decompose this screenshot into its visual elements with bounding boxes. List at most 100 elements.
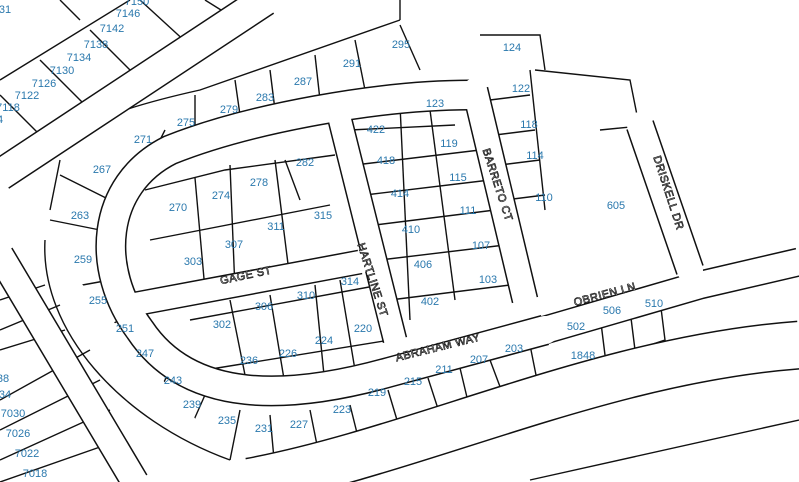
parcel-boundary — [229, 409, 241, 461]
parcel-label[interactable]: 7130 — [50, 65, 74, 77]
parcel-label[interactable]: 410 — [402, 224, 420, 236]
parcel-label[interactable]: 38 — [0, 373, 9, 385]
parcel-label[interactable]: 414 — [391, 188, 409, 200]
parcel-label[interactable]: 279 — [220, 104, 238, 116]
parcel-boundary — [429, 109, 456, 301]
parcel-label[interactable]: 124 — [503, 42, 521, 54]
parcel-boundary — [389, 284, 511, 301]
parcel-label[interactable]: 506 — [603, 305, 621, 317]
parcel-label[interactable]: 267 — [93, 164, 111, 176]
parcel-boundary — [229, 164, 236, 291]
parcel-label[interactable]: 122 — [512, 83, 530, 95]
parcel-label[interactable]: 110 — [535, 192, 553, 204]
parcel-boundary — [59, 0, 81, 21]
parcel-label[interactable]: 7026 — [6, 428, 30, 440]
parcel-boundary — [274, 159, 291, 281]
parcel-label[interactable]: 287 — [294, 76, 312, 88]
parcel-label[interactable]: 7030 — [1, 408, 25, 420]
parcel-label[interactable]: 115 — [449, 172, 467, 184]
parcel-label[interactable]: 283 — [256, 92, 274, 104]
parcel-label[interactable]: 7146 — [116, 8, 140, 20]
parcel-label[interactable]: 7142 — [100, 23, 124, 35]
parcel-boundary — [374, 209, 496, 226]
parcel-boundary — [534, 69, 641, 131]
parcel-label[interactable]: 7022 — [15, 448, 39, 460]
parcel-label[interactable]: 111 — [460, 205, 477, 217]
parcel-boundary — [189, 284, 381, 321]
parcel-boundary — [229, 299, 246, 376]
parcel-label[interactable]: 303 — [184, 256, 202, 268]
parcel-label[interactable]: 7018 — [23, 468, 47, 480]
parcel-label[interactable]: 247 — [136, 348, 154, 360]
parcel-label[interactable]: 7134 — [67, 52, 91, 64]
parcel-label[interactable]: 406 — [414, 259, 432, 271]
parcel-label[interactable]: 422 — [367, 124, 385, 136]
parcel-boundary — [494, 129, 536, 136]
parcel-label[interactable]: 7138 — [84, 39, 108, 51]
parcel-label[interactable]: 223 — [333, 404, 351, 416]
parcel-label[interactable]: 207 — [470, 354, 488, 366]
parcel-label[interactable]: 114 — [526, 150, 544, 162]
parcel-boundary — [529, 419, 799, 481]
parcel-label[interactable]: 7122 — [15, 90, 39, 102]
parcel-label[interactable]: 314 — [341, 276, 359, 288]
parcel-label[interactable]: 235 — [218, 415, 236, 427]
parcel-label[interactable]: 236 — [240, 355, 258, 367]
parcel-label[interactable]: 274 — [212, 190, 230, 202]
parcel-label[interactable]: 34 — [0, 389, 11, 401]
parcel-label[interactable]: 271 — [134, 134, 152, 146]
parcel-label[interactable]: 251 — [116, 323, 134, 335]
parcel-label[interactable]: 259 — [74, 254, 92, 266]
parcel-label[interactable]: 7126 — [32, 78, 56, 90]
parcel-boundary — [379, 244, 506, 261]
parcel-label[interactable]: 295 — [392, 39, 410, 51]
parcel-label[interactable]: 311 — [267, 221, 285, 233]
parcel-label[interactable]: 7118 — [0, 102, 20, 114]
road — [119, 251, 371, 316]
parcel-label[interactable]: 278 — [250, 177, 268, 189]
parcel-label[interactable]: 211 — [435, 364, 453, 376]
parcel-boundary — [194, 177, 206, 291]
parcel-label[interactable]: 123 — [426, 98, 444, 110]
parcel-label[interactable]: 502 — [567, 321, 585, 333]
parcel-label[interactable]: 31 — [0, 4, 11, 16]
parcel-boundary — [349, 124, 456, 131]
parcel-label[interactable]: 1848 — [571, 350, 595, 362]
road — [329, 109, 406, 351]
parcel-label[interactable]: 291 — [343, 58, 361, 70]
parcel-label[interactable]: 226 — [279, 348, 297, 360]
parcel-label[interactable]: 118 — [520, 119, 538, 131]
parcel-label[interactable]: 270 — [169, 202, 187, 214]
parcel-label[interactable]: 307 — [225, 239, 243, 251]
parcel-label[interactable]: 302 — [213, 319, 231, 331]
parcel-label[interactable]: 224 — [315, 335, 333, 347]
parcel-label[interactable]: 7150 — [125, 0, 149, 8]
parcel-label[interactable]: 107 — [472, 240, 490, 252]
parcel-label[interactable]: 306 — [255, 301, 273, 313]
parcel-label[interactable]: 510 — [645, 298, 663, 310]
parcel-label[interactable]: 220 — [354, 323, 372, 335]
parcel-label[interactable]: 275 — [177, 117, 195, 129]
parcel-label[interactable]: 4 — [0, 114, 3, 126]
parcel-label[interactable]: 243 — [164, 375, 182, 387]
parcel-label[interactable]: 282 — [296, 157, 314, 169]
parcel-boundary — [284, 159, 301, 201]
parcel-label[interactable]: 227 — [290, 419, 308, 431]
road — [532, 249, 799, 343]
parcel-label[interactable]: 231 — [255, 423, 273, 435]
parcel-label[interactable]: 203 — [505, 343, 523, 355]
parcel-label[interactable]: 119 — [440, 138, 458, 150]
parcel-label[interactable]: 239 — [183, 399, 201, 411]
parcel-label[interactable]: 219 — [368, 387, 386, 399]
parcel-label[interactable]: 310 — [297, 290, 315, 302]
parcel-label[interactable]: 315 — [314, 210, 332, 222]
parcel-label[interactable]: 402 — [421, 296, 439, 308]
parcel-label[interactable]: 418 — [377, 155, 395, 167]
parcel-label[interactable]: 605 — [607, 200, 625, 212]
parcel-label[interactable]: 103 — [479, 274, 497, 286]
parcel-label[interactable]: 255 — [89, 295, 107, 307]
parcel-label[interactable]: 263 — [71, 210, 89, 222]
parcel-label[interactable]: 215 — [404, 376, 422, 388]
